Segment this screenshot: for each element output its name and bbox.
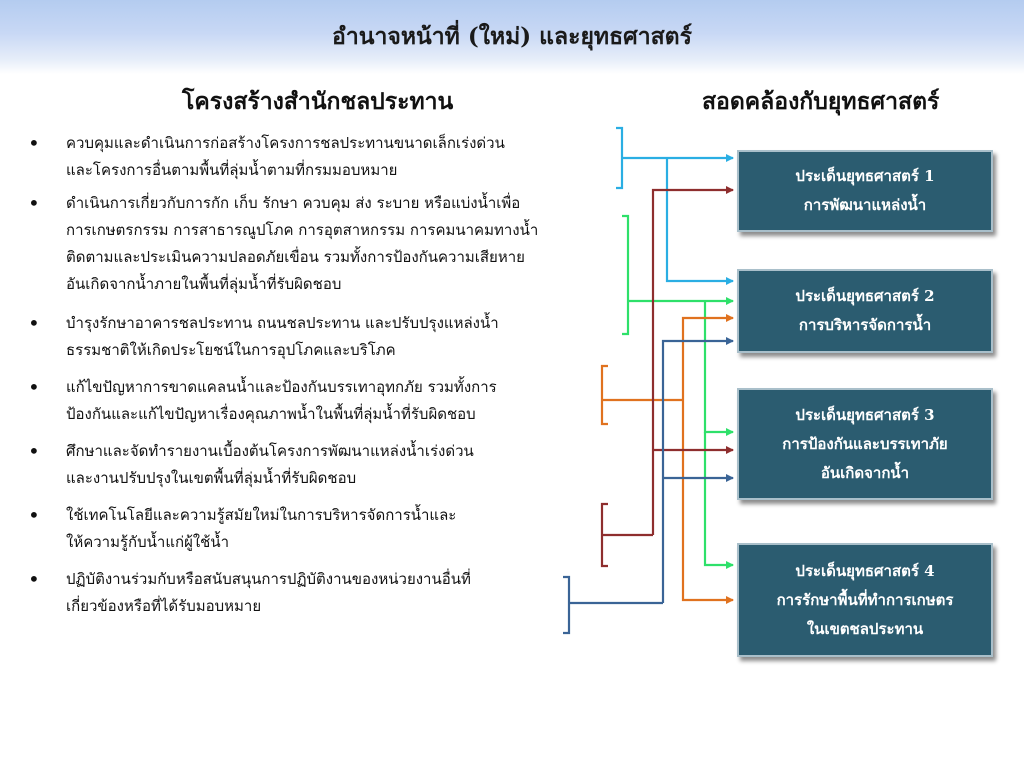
duty-line: อันเกิดจากน้ำภายในพื้นที่ลุ่มน้ำที่รับผิ… xyxy=(66,275,342,293)
duty-item-4: แก้ไขปัญหาการขาดแคลนน้ำและป้องกันบรรเทาอ… xyxy=(28,374,618,428)
duty-item-1: ควบคุมและดำเนินการก่อสร้างโครงการชลประทา… xyxy=(28,130,618,184)
strategy-box-1[interactable]: ประเด็นยุทธศาสตร์ 1 การพัฒนาแหล่งน้ำ xyxy=(737,150,993,232)
duty-item-5: ศึกษาและจัดทำรายงานเบื้องต้นโครงการพัฒนา… xyxy=(28,438,618,492)
duty-line: ปฏิบัติงานร่วมกับหรือสนับสนุนการปฏิบัติง… xyxy=(66,570,471,588)
connector-arrow-to-strategy-2 xyxy=(665,158,734,285)
left-section-heading: โครงสร้างสำนักชลประทาน xyxy=(182,88,454,115)
connector-duty-2 xyxy=(622,214,734,569)
duty-item-6: ใช้เทคโนโลยีและความรู้สมัยใหม่ในการบริหา… xyxy=(28,502,618,556)
connector-arrow-to-strategy-3 xyxy=(703,301,734,436)
title-bar: อำนาจหน้าที่ (ใหม่) และยุทธศาสตร์ xyxy=(0,0,1024,74)
duty-line: ติดตามและประเมินความปลอดภัยเขื่อน รวมทั้… xyxy=(66,248,525,266)
strategy-box-3[interactable]: ประเด็นยุทธศาสตร์ 3 การป้องกันและบรรเทาภ… xyxy=(737,388,993,500)
duty-line: ใช้เทคโนโลยีและความรู้สมัยใหม่ในการบริหา… xyxy=(66,506,457,524)
strategy-subtitle: การรักษาพื้นที่ทำการเกษตร xyxy=(776,590,954,609)
connector-duty-3 xyxy=(600,314,734,604)
duty-line: เกี่ยวข้องหรือที่ได้รับมอบหมาย xyxy=(66,597,262,615)
duty-line: และงานปรับปรุงในเขตพื้นที่ลุ่มน้ำที่รับผ… xyxy=(66,469,357,487)
bracket xyxy=(600,364,608,426)
duty-line: ป้องกันและแก้ไขปัญหาเรื่องคุณภาพน้ำในพื้… xyxy=(66,405,476,423)
duty-item-3: บำรุงรักษาอาคารชลประทาน ถนนชลประทาน และป… xyxy=(28,310,618,364)
duty-line: และโครงการอื่นตามพื้นที่ลุ่มน้ำตามที่กรม… xyxy=(66,161,398,179)
duty-line: บำรุงรักษาอาคารชลประทาน ถนนชลประทาน และป… xyxy=(66,314,499,332)
strategy-title: ประเด็นยุทธศาสตร์ 4 xyxy=(795,561,935,580)
connector-arrow-to-strategy-4 xyxy=(681,400,734,604)
duty-line: แก้ไขปัญหาการขาดแคลนน้ำและป้องกันบรรเทาอ… xyxy=(66,378,497,396)
strategy-subtitle: การป้องกันและบรรเทาภัย xyxy=(782,434,948,453)
duty-line: ควบคุมและดำเนินการก่อสร้างโครงการชลประทา… xyxy=(66,134,505,152)
right-section-heading: สอดคล้องกับยุทธศาสตร์ xyxy=(702,88,940,115)
duty-item-2: ดำเนินการเกี่ยวกับการกัก เก็บ รักษา ควบค… xyxy=(28,190,618,298)
duty-line: ดำเนินการเกี่ยวกับการกัก เก็บ รักษา ควบค… xyxy=(66,194,521,212)
connector-arrow-to-strategy-2 xyxy=(661,337,734,603)
duty-line: การเกษตรกรรม การสาธารณูปโภค การอุตสาหกรร… xyxy=(66,221,539,239)
connector-arrow-to-strategy-4 xyxy=(703,432,734,569)
strategy-subtitle: ในเขตชลประทาน xyxy=(806,619,924,638)
connector-arrow-to-strategy-2 xyxy=(681,314,734,400)
strategy-subtitle: การพัฒนาแหล่งน้ำ xyxy=(803,196,927,214)
strategy-title: ประเด็นยุทธศาสตร์ 3 xyxy=(795,405,935,424)
strategy-title: ประเด็นยุทธศาสตร์ 1 xyxy=(795,167,935,185)
strategy-subtitle: การบริหารจัดการน้ำ xyxy=(798,316,932,334)
bracket xyxy=(622,214,630,336)
connector-duty-5 xyxy=(600,186,734,568)
connector-arrow-to-strategy-1 xyxy=(651,186,734,535)
strategy-title: ประเด็นยุทธศาสตร์ 2 xyxy=(795,287,935,305)
strategy-subtitle: อันเกิดจากน้ำ xyxy=(820,463,910,482)
duty-item-7: ปฏิบัติงานร่วมกับหรือสนับสนุนการปฏิบัติง… xyxy=(28,566,618,620)
bracket xyxy=(616,126,624,190)
strategy-box-4[interactable]: ประเด็นยุทธศาสตร์ 4 การรักษาพื้นที่ทำการ… xyxy=(737,543,993,657)
connector-duty-1 xyxy=(616,126,734,285)
strategy-box-2[interactable]: ประเด็นยุทธศาสตร์ 2 การบริหารจัดการน้ำ xyxy=(737,269,993,353)
duty-line: ธรรมชาติให้เกิดประโยชน์ในการอุปโภคและบริ… xyxy=(66,341,396,359)
duty-list: ควบคุมและดำเนินการก่อสร้างโครงการชลประทา… xyxy=(28,130,618,620)
duty-line: ให้ความรู้กับน้ำแก่ผู้ใช้น้ำ xyxy=(66,533,230,551)
page-title: อำนาจหน้าที่ (ใหม่) และยุทธศาสตร์ xyxy=(332,23,692,50)
bracket xyxy=(563,575,571,635)
connector-duty-6 xyxy=(563,337,734,635)
duty-line: ศึกษาและจัดทำรายงานเบื้องต้นโครงการพัฒนา… xyxy=(66,442,474,460)
